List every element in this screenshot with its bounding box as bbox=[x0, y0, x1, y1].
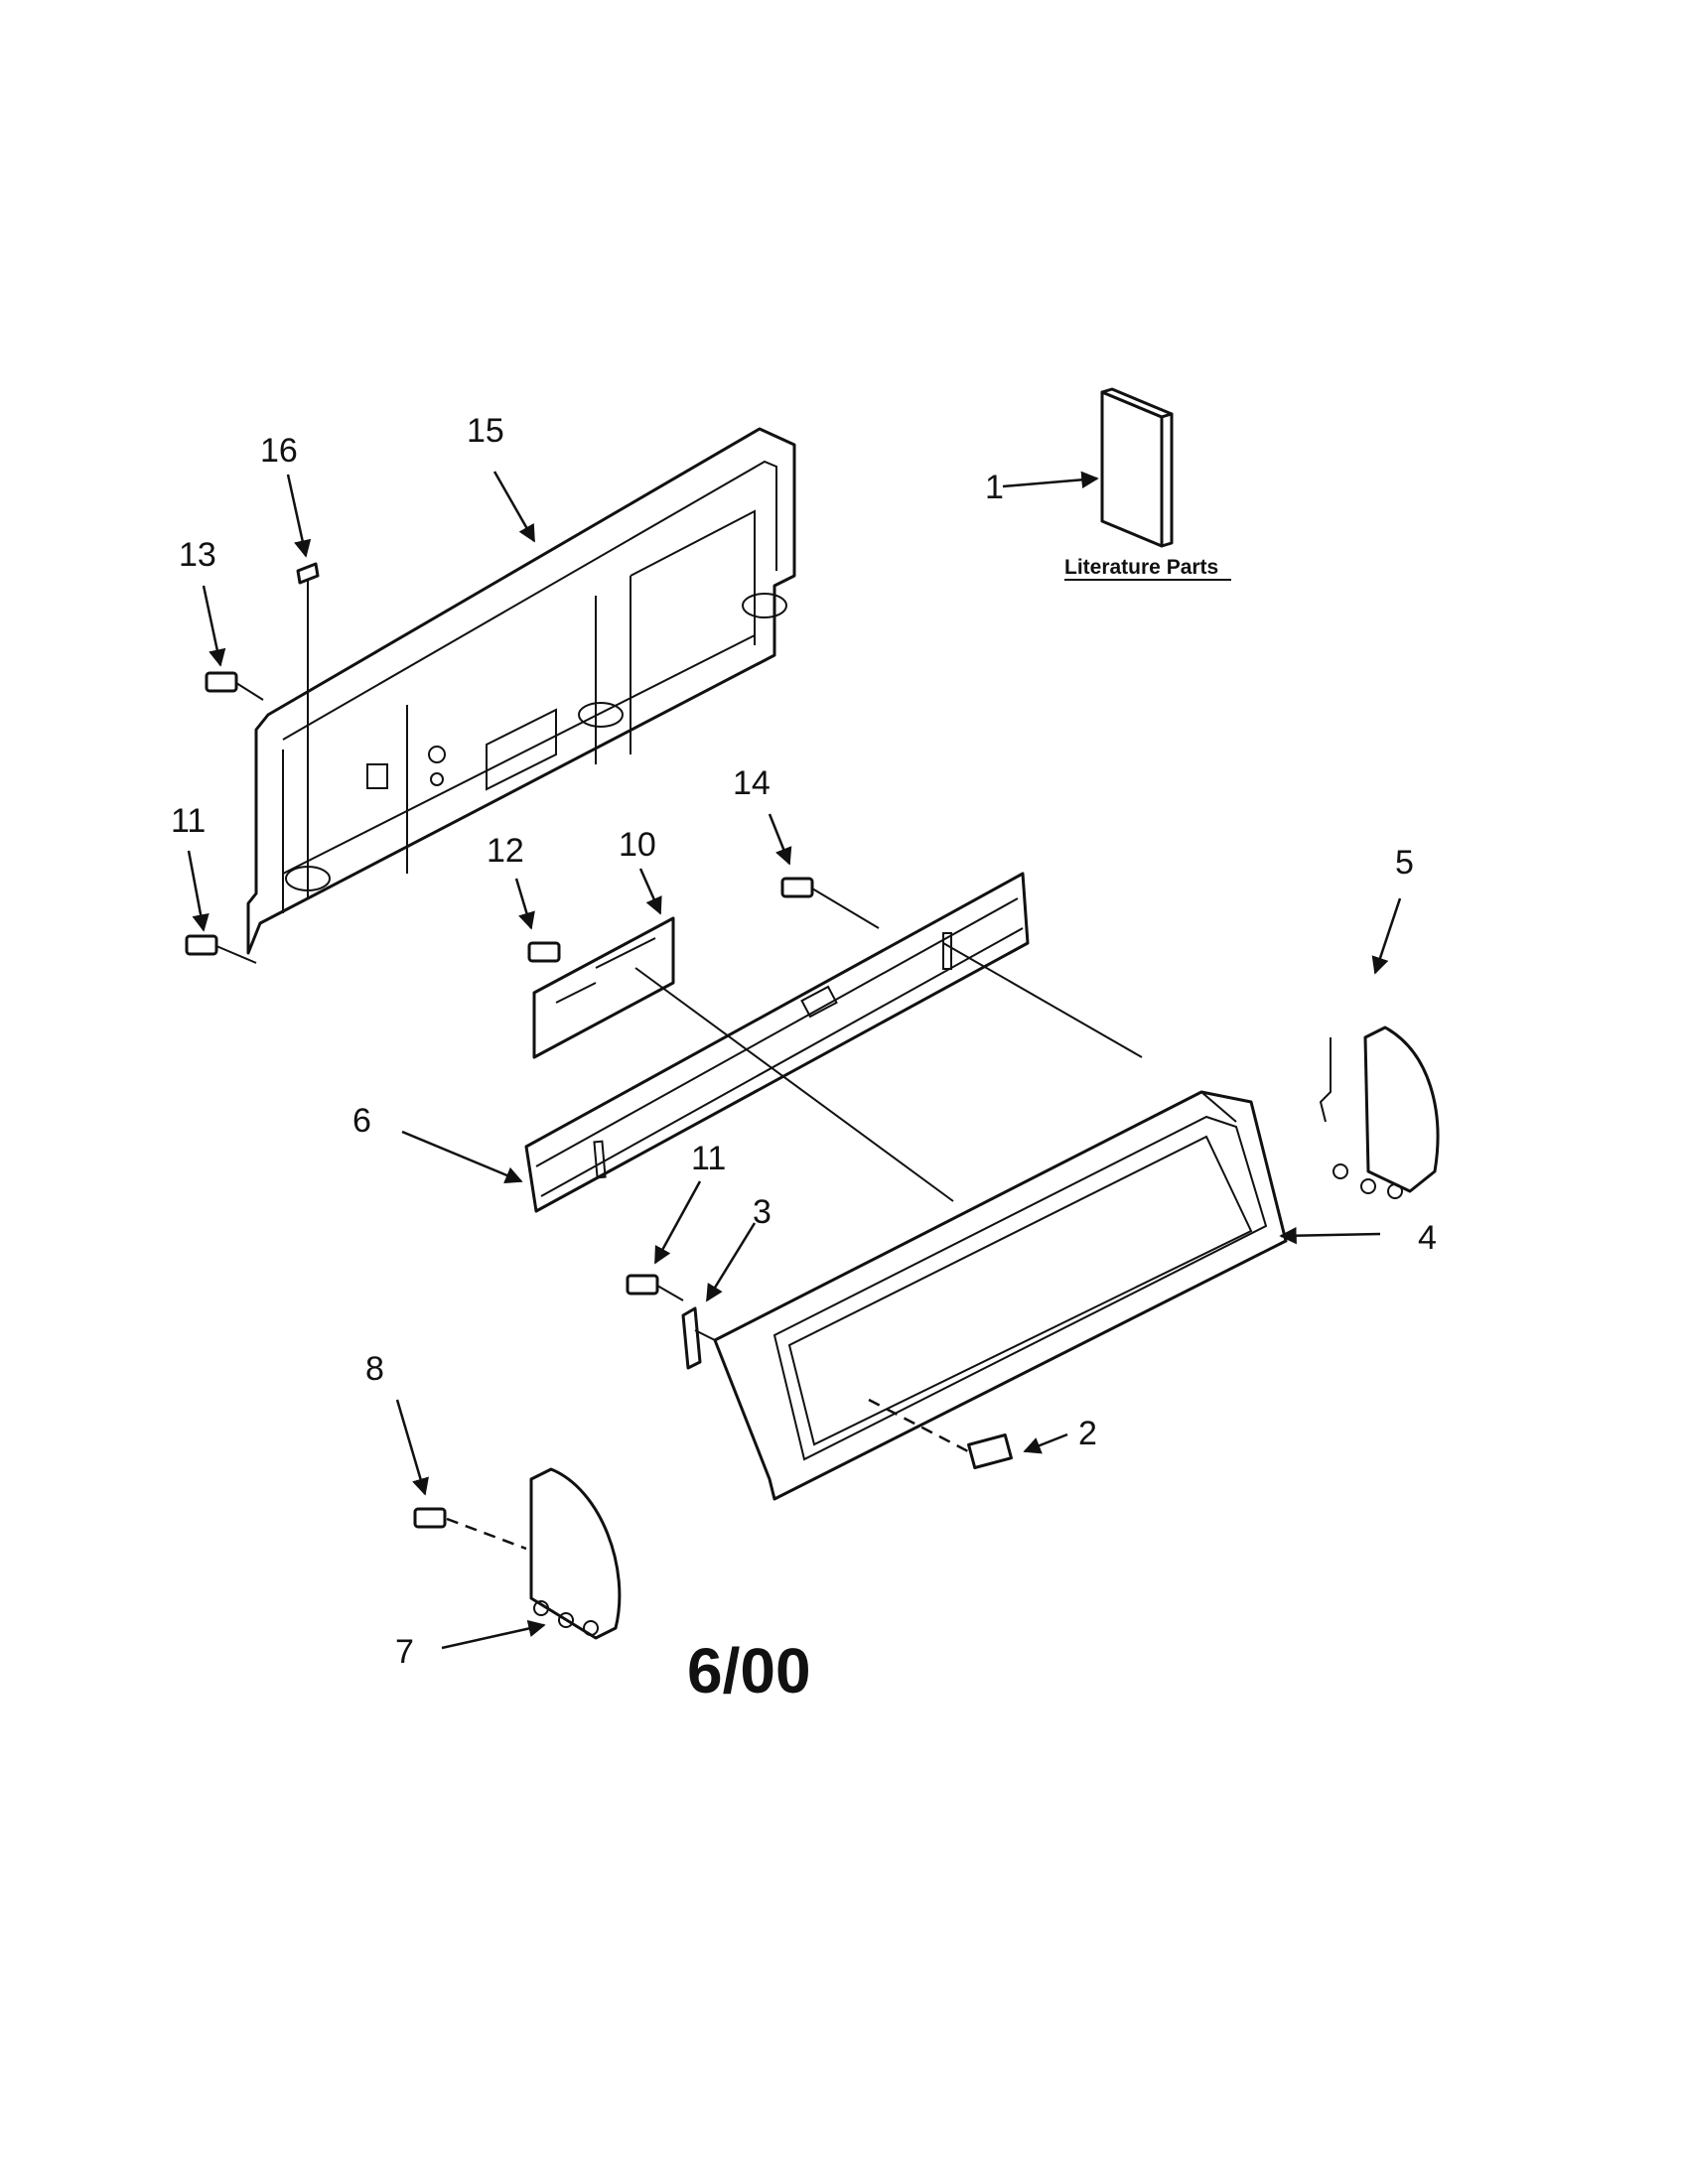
end-cap-right bbox=[1319, 1025, 1440, 1199]
callout-3: 3 bbox=[753, 1193, 772, 1231]
callout-10: 10 bbox=[619, 826, 656, 864]
screw-11-lower bbox=[626, 1274, 684, 1301]
end-cap-left bbox=[529, 1467, 622, 1640]
badge-2 bbox=[967, 1433, 1013, 1470]
control-board bbox=[532, 916, 675, 1059]
backguard-panel bbox=[246, 427, 796, 955]
callout-12: 12 bbox=[487, 832, 524, 870]
clip-3 bbox=[681, 1306, 716, 1370]
ground-screw bbox=[296, 562, 320, 898]
screw-11-upper bbox=[185, 934, 257, 964]
callout-11-lower: 11 bbox=[691, 1140, 726, 1177]
screw-13 bbox=[205, 671, 264, 701]
callout-6: 6 bbox=[352, 1102, 371, 1140]
callout-5: 5 bbox=[1395, 844, 1414, 882]
callout-16: 16 bbox=[260, 432, 298, 470]
control-bracket bbox=[524, 872, 1030, 1213]
callout-11-upper: 11 bbox=[171, 802, 206, 840]
callout-2: 2 bbox=[1078, 1415, 1097, 1452]
callout-4: 4 bbox=[1418, 1219, 1437, 1257]
screw-8 bbox=[413, 1507, 447, 1529]
literature-booklet bbox=[1100, 387, 1174, 548]
screw-14 bbox=[780, 877, 880, 929]
literature-parts-label: Literature Parts bbox=[1064, 556, 1218, 579]
screw-12 bbox=[527, 941, 561, 963]
callout-15: 15 bbox=[467, 412, 504, 450]
callout-1: 1 bbox=[985, 469, 1004, 506]
revision-date: 6/00 bbox=[687, 1635, 811, 1706]
callout-7: 7 bbox=[395, 1633, 414, 1671]
callout-14: 14 bbox=[733, 764, 771, 802]
callout-13: 13 bbox=[179, 536, 216, 574]
callout-8: 8 bbox=[365, 1350, 384, 1388]
